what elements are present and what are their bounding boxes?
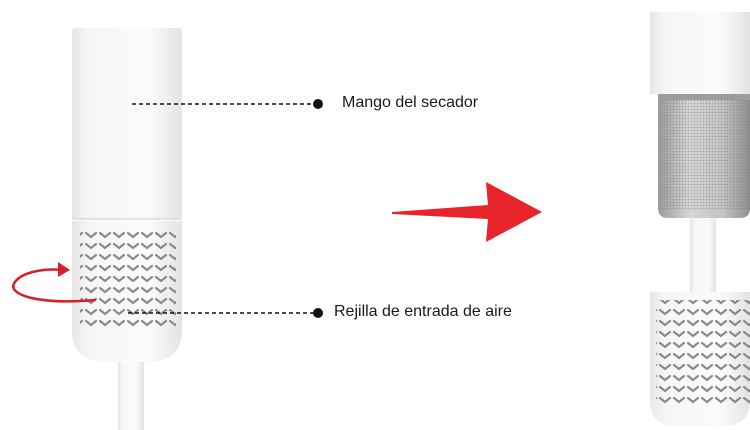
handle-label: Mango del secador	[342, 94, 479, 111]
rotate-arrow-icon	[12, 262, 97, 303]
right-handle	[650, 12, 750, 94]
right-device	[650, 12, 750, 426]
left-device	[72, 28, 182, 430]
intake-grille-label: Rejilla de entrada de aire	[334, 303, 512, 320]
left-handle	[72, 28, 182, 220]
handle-leader	[132, 99, 323, 109]
right-arrow-icon	[392, 182, 542, 242]
grille-leader	[128, 308, 323, 318]
inner-tube	[690, 218, 716, 293]
